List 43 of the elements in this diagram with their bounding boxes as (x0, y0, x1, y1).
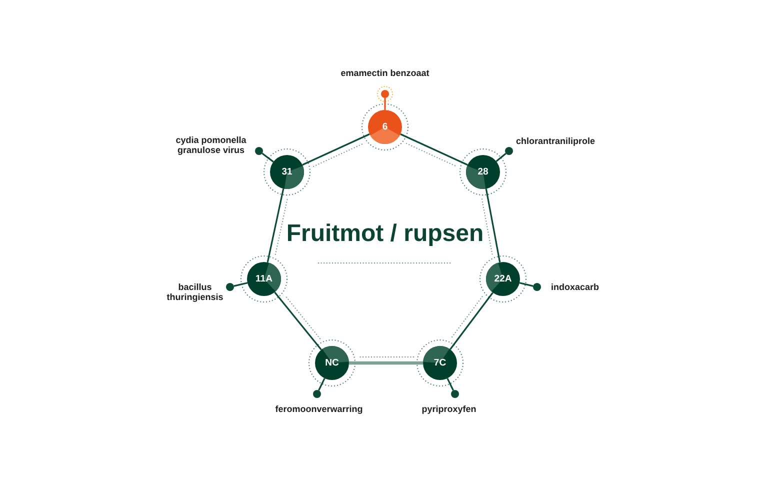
pin-dot (255, 147, 263, 155)
substance-label: indoxacarb (551, 282, 600, 292)
pin-dot (226, 283, 234, 291)
connector-line (274, 292, 322, 350)
connector-line (349, 361, 423, 365)
connector-line (519, 282, 534, 287)
connector-line (302, 133, 370, 166)
connector-line (450, 292, 494, 350)
connector-line (485, 188, 501, 262)
connector-line (266, 188, 284, 263)
substance-label: emamectin benzoaat (340, 68, 430, 78)
connector-line (496, 152, 506, 162)
numbered-circle (315, 346, 349, 380)
group-number: 7C (434, 358, 446, 368)
group-number: 6 (382, 122, 388, 132)
pin-dot (505, 147, 513, 155)
pin-dot (451, 390, 459, 398)
numbered-circle (270, 155, 304, 189)
connector-line (400, 133, 468, 166)
diagram-title: Fruitmot / rupsen (286, 220, 484, 248)
connector-line (234, 282, 248, 287)
substance-label: chlorantraniliprole (516, 136, 596, 146)
substance-label: cydia pomonella granulose virus (174, 135, 248, 155)
substance-label: feromoonverwarring (275, 404, 363, 414)
group-number: NC (325, 358, 339, 368)
connector-line (446, 378, 454, 391)
numbered-circle (423, 346, 457, 380)
numbered-circle (247, 262, 281, 296)
connector-line (318, 378, 326, 391)
pin-dot (381, 90, 389, 98)
numbered-circle (466, 155, 500, 189)
pin-dot (313, 390, 321, 398)
group-number: 31 (282, 167, 292, 177)
connector-line (262, 152, 274, 162)
numbered-circle (368, 110, 402, 144)
substance-label: pyriproxyfen (422, 404, 476, 414)
group-number: 28 (478, 167, 488, 177)
group-number: 11A (256, 274, 272, 284)
connector-line (384, 98, 386, 110)
group-number: 22A (494, 274, 512, 284)
pin-dot (533, 283, 541, 291)
numbered-circle (486, 262, 520, 296)
substance-label: bacillus thuringiensis (166, 282, 224, 302)
